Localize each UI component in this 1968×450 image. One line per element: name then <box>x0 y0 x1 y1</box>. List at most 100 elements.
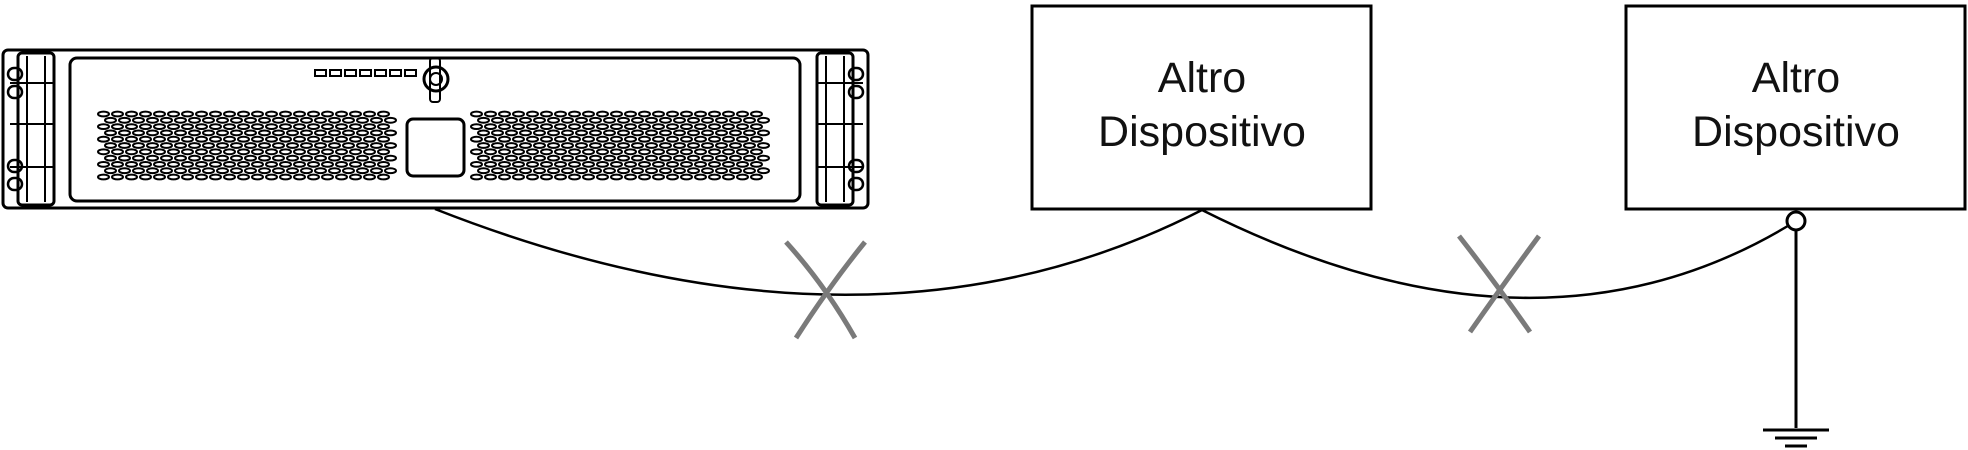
vent-slot <box>652 123 665 130</box>
vent-slot <box>321 110 334 118</box>
vent-slot <box>582 110 595 118</box>
vent-slot <box>384 167 397 175</box>
vent-slot <box>244 167 257 175</box>
vent-slot <box>617 129 630 137</box>
vent-slot <box>491 167 504 175</box>
vent-slot <box>328 116 341 124</box>
vent-slot <box>701 129 714 137</box>
vent-slot <box>111 161 124 168</box>
vent-slot <box>202 167 215 175</box>
vent-slot <box>687 129 700 137</box>
device-box-2: Altro Dispositivo <box>1624 4 1967 211</box>
vent-slot <box>589 129 602 137</box>
vent-slot <box>104 129 117 137</box>
vent-slot <box>118 154 131 162</box>
vent-slot <box>265 110 278 118</box>
vent-slot <box>568 161 581 168</box>
vent-slot <box>638 161 651 168</box>
vent-slot <box>223 161 236 168</box>
vent-slot <box>118 167 131 175</box>
vent-slot <box>349 135 362 143</box>
vent-slot <box>743 142 756 149</box>
vent-slot <box>195 110 208 118</box>
vent-slot <box>356 142 369 149</box>
vent-slot <box>743 129 756 137</box>
vent-slot <box>687 142 700 149</box>
vent-slot <box>209 148 222 156</box>
vent-slot <box>230 154 243 162</box>
vent-slot <box>104 116 117 124</box>
vent-slot <box>582 148 595 156</box>
vent-slot <box>160 154 173 162</box>
vent-slot <box>659 142 672 149</box>
vent-slot <box>153 123 166 130</box>
vent-slot <box>498 135 511 143</box>
device-2-label-line1: Altro <box>1752 54 1840 102</box>
vent-slot <box>202 129 215 137</box>
vent-slot <box>111 173 124 181</box>
vent-slot <box>202 154 215 162</box>
vent-slot <box>342 154 355 162</box>
vent-slot <box>715 129 728 137</box>
vent-slot <box>307 161 320 168</box>
vent-slot <box>750 173 763 181</box>
vent-slot <box>384 154 397 162</box>
vent-slot <box>167 173 180 181</box>
vent-slot <box>603 116 616 124</box>
vent-slot <box>470 135 483 143</box>
vent-slot <box>370 116 383 124</box>
vent-slot <box>300 116 313 124</box>
vent-slot <box>589 154 602 162</box>
vent-slot <box>666 135 679 143</box>
vent-slot <box>335 161 348 168</box>
vent-slot <box>750 161 763 168</box>
vent-slot <box>638 148 651 156</box>
vent-slot <box>484 110 497 118</box>
vent-slot <box>363 161 376 168</box>
vent-slot <box>505 129 518 137</box>
vent-slot <box>575 154 588 162</box>
vent-slot <box>286 154 299 162</box>
vent-slot <box>561 142 574 149</box>
vent-slot <box>174 142 187 149</box>
vent-slot <box>687 154 700 162</box>
vent-slot <box>645 116 658 124</box>
vent-slot <box>638 173 651 181</box>
vent-slot <box>125 173 138 181</box>
vent-slot <box>97 161 110 168</box>
vent-slot <box>526 123 539 130</box>
vent-slot <box>335 148 348 156</box>
vent-slot <box>638 135 651 143</box>
vent-slot <box>729 116 742 124</box>
vent-slot <box>111 148 124 156</box>
vent-slot <box>167 135 180 143</box>
vent-slot <box>230 129 243 137</box>
vent-slot <box>596 123 609 130</box>
vent-slot <box>715 154 728 162</box>
vent-slot <box>666 148 679 156</box>
vent-slot <box>237 110 250 118</box>
vent-slot <box>568 110 581 118</box>
vent-slot <box>279 110 292 118</box>
vent-slot <box>146 142 159 149</box>
vent-slot <box>743 154 756 162</box>
vent-slot <box>575 142 588 149</box>
vent-slot <box>547 116 560 124</box>
x-mark-icon <box>1457 234 1542 334</box>
rack-server-icon <box>1 48 870 210</box>
vent-slot <box>652 173 665 181</box>
vent-slot <box>694 135 707 143</box>
vent-slot <box>533 167 546 175</box>
vent-slot <box>561 167 574 175</box>
vent-slot <box>125 135 138 143</box>
vent-slot <box>519 116 532 124</box>
vent-slot <box>624 135 637 143</box>
vent-slot <box>498 148 511 156</box>
vent-slot <box>596 135 609 143</box>
vent-slot <box>111 135 124 143</box>
vent-slot <box>181 148 194 156</box>
vent-slot <box>491 116 504 124</box>
vent-slot <box>314 154 327 162</box>
vent-slot <box>547 167 560 175</box>
